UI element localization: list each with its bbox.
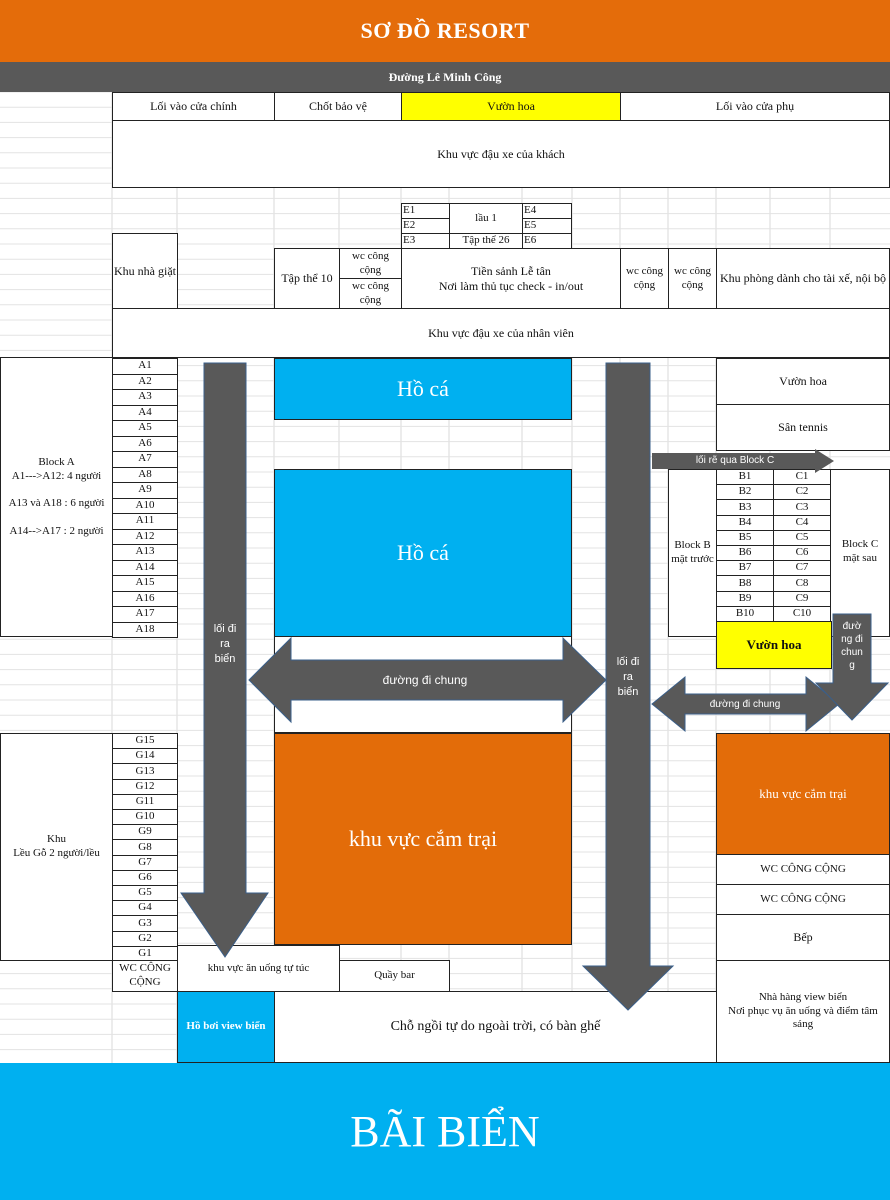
label-common-path-vertical: đườ ng đi chun g [841, 621, 863, 671]
fish-pond-1: Hồ cá [274, 358, 572, 420]
wc-public-2: wc công cộng [339, 278, 402, 309]
tent-g13: G13 [112, 763, 178, 780]
sea-view-pool: Hồ bơi view biển [177, 991, 275, 1063]
room-a16: A16 [112, 590, 178, 607]
tent-g2: G2 [112, 930, 178, 947]
room-a12: A12 [112, 528, 178, 545]
room-a4: A4 [112, 404, 178, 421]
reception-lobby: Tiền sảnh Lễ tân Nơi làm thủ tục check -… [401, 248, 621, 309]
arrow-to-sea-right [581, 362, 675, 1011]
laundry: Khu nhà giặt [112, 233, 178, 309]
guest-parking: Khu vực đậu xe của khách [112, 120, 890, 188]
staff-parking: Khu vực đậu xe của nhân viên [112, 308, 890, 358]
arrow-common-path-vertical [814, 613, 890, 721]
tent-g6: G6 [112, 869, 178, 886]
arrow-to-sea-left [180, 362, 269, 958]
tent-g12: G12 [112, 778, 178, 795]
flower-garden-bold: Vườn hoa [716, 621, 832, 669]
block-a-label: Block A A1--->A12: 4 người A13 và A18 : … [0, 357, 113, 637]
room-b6: B6 [716, 545, 774, 562]
wc-public-1: wc công cộng [339, 248, 402, 279]
outdoor-seating: Chỗ ngồi tự do ngoài trời, có bàn ghế [274, 991, 717, 1063]
label-common-path-center: đường đi chung [382, 673, 468, 687]
flower-garden-entrance: Vườn hoa [401, 92, 621, 121]
tennis-court: Sân tennis [716, 404, 890, 451]
camping-area-center: khu vực cắm trại [274, 733, 572, 945]
room-a5: A5 [112, 420, 178, 437]
block-b-label: Block B mặt trước [668, 469, 717, 637]
sea-view-restaurant: Nhà hàng view biển Nơi phục vụ ăn uống v… [716, 960, 890, 1063]
label-to-sea-right: lối đi ra biển [616, 656, 640, 698]
room-a8: A8 [112, 466, 178, 483]
group-26: Tập thể 26 [449, 233, 523, 249]
label-turn-block-c: lối rẽ qua Block C [695, 455, 775, 466]
wc-public-bottom: WC CÔNG CỘNG [112, 960, 178, 992]
wc-public-4: wc công cộng [668, 248, 717, 309]
wc-public-3: wc công cộng [620, 248, 669, 309]
tent-g5: G5 [112, 885, 178, 902]
camping-area-right: khu vực cắm trại [716, 733, 890, 855]
room-b8: B8 [716, 575, 774, 592]
room-b9: B9 [716, 590, 774, 607]
room-a17: A17 [112, 606, 178, 623]
label-common-path-right: đường đi chung [709, 699, 781, 710]
room-e1: E1 [401, 203, 450, 219]
room-a10: A10 [112, 497, 178, 514]
group-10: Tập thể 10 [274, 248, 340, 309]
room-a18: A18 [112, 621, 178, 638]
flower-garden-right: Vườn hoa [716, 358, 890, 405]
arrow-turn-block-c [652, 449, 834, 473]
tent-g9: G9 [112, 824, 178, 841]
main-gate: Lối vào cửa chính [112, 92, 275, 121]
driver-staff-rooms: Khu phòng dành cho tài xế, nội bộ [716, 248, 890, 309]
road-name: Đường Lê Minh Công [0, 62, 890, 92]
page-title: SƠ ĐỒ RESORT [0, 0, 890, 62]
kitchen: Bếp [716, 914, 890, 961]
room-c4: C4 [773, 514, 831, 531]
arrow-common-path-center [248, 636, 607, 724]
label-to-sea-left: lối đi ra biển [213, 623, 237, 665]
room-b1: B1 [716, 469, 774, 486]
floor-1: lầu 1 [449, 203, 523, 234]
beach: BÃI BIỂN [0, 1063, 890, 1200]
bar-counter: Quầy bar [339, 960, 450, 992]
